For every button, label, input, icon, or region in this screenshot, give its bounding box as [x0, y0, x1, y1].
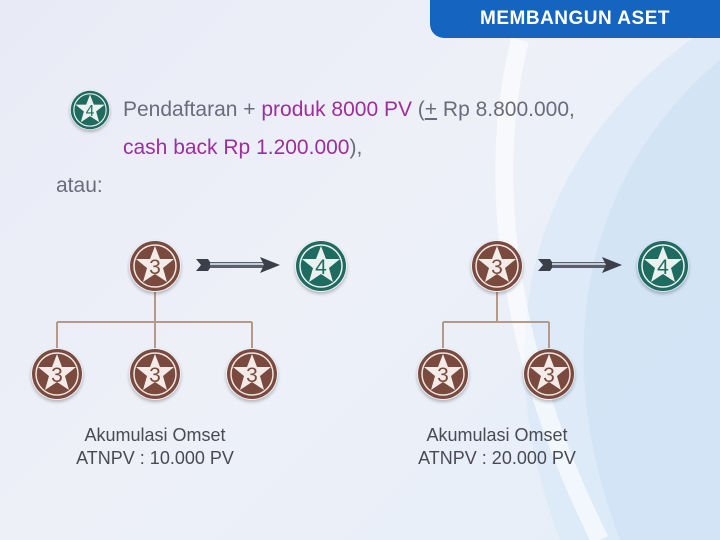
arrow-icon-1: [196, 257, 280, 273]
child-badge-1-3: 3: [226, 348, 278, 400]
svg-text:3: 3: [51, 364, 63, 387]
intro-or: atau:: [56, 174, 103, 198]
brown-star-icon: 3: [130, 349, 180, 399]
intro-cashback-highlight: cash back Rp 1.200.000: [123, 136, 350, 159]
green-star-icon: 4: [638, 241, 688, 291]
number-badge-intro: 4: [70, 90, 110, 130]
svg-text:4: 4: [315, 256, 327, 279]
brown-star-icon: 3: [472, 241, 522, 291]
caption-1-line-2: ATNPV : 10.000 PV: [76, 448, 234, 468]
green-star-icon: 4: [296, 241, 346, 291]
svg-text:3: 3: [437, 364, 449, 387]
svg-text:3: 3: [246, 364, 258, 387]
result-badge-2: 4: [637, 240, 689, 292]
intro-price: Rp 8.800.000,: [437, 98, 575, 121]
parent-badge-1: 3: [129, 240, 181, 292]
svg-text:4: 4: [657, 256, 669, 279]
brown-star-icon: 3: [227, 349, 277, 399]
intro-plusminus: +: [424, 98, 438, 121]
intro-line2-rest: ),: [349, 136, 363, 159]
svg-text:3: 3: [491, 256, 503, 279]
intro-paren: (: [411, 98, 425, 121]
svg-text:3: 3: [149, 256, 161, 279]
arrow-icon-2: [538, 257, 622, 273]
caption-1-line-1: Akumulasi Omset: [84, 425, 226, 445]
or-text: atau:: [56, 174, 103, 197]
green-star-icon: 4: [70, 90, 110, 130]
intro-line-2: cash back Rp 1.200.000),: [123, 136, 362, 160]
svg-text:4: 4: [86, 103, 95, 120]
intro-line-1: Pendaftaran + produk 8000 PV (+ Rp 8.800…: [123, 98, 575, 122]
child-badge-2-1: 3: [417, 348, 469, 400]
result-badge-1: 4: [295, 240, 347, 292]
child-badge-1-2: 3: [129, 348, 181, 400]
brown-star-icon: 3: [418, 349, 468, 399]
parent-badge-2: 3: [471, 240, 523, 292]
intro-text-registration: Pendaftaran +: [123, 98, 262, 121]
brown-star-icon: 3: [130, 241, 180, 291]
child-badge-2-2: 3: [523, 348, 575, 400]
svg-text:3: 3: [149, 364, 161, 387]
child-badge-1-1: 3: [31, 348, 83, 400]
caption-2-line-1: Akumulasi Omset: [426, 425, 568, 445]
brown-star-icon: 3: [524, 349, 574, 399]
caption-1: Akumulasi Omset ATNPV : 10.000 PV: [40, 424, 270, 470]
caption-2-line-2: ATNPV : 20.000 PV: [418, 448, 576, 468]
svg-text:3: 3: [543, 364, 555, 387]
section-header: MEMBANGUN ASET: [430, 0, 720, 38]
header-title: MEMBANGUN ASET: [480, 8, 670, 29]
intro-product-highlight: produk 8000 PV: [261, 98, 412, 121]
brown-star-icon: 3: [32, 349, 82, 399]
caption-2: Akumulasi Omset ATNPV : 20.000 PV: [382, 424, 612, 470]
